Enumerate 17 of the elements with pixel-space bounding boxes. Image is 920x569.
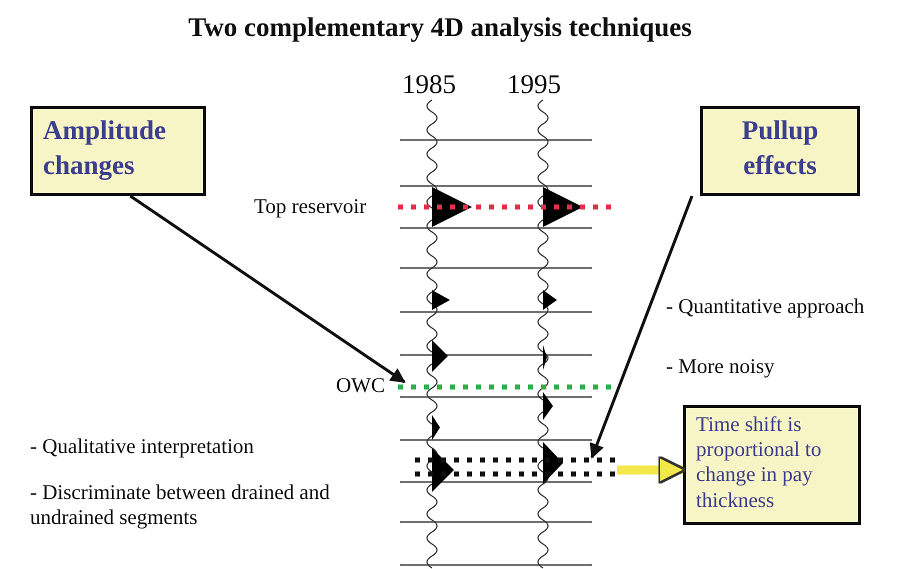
diagram-title: Two complementary 4D analysis techniques bbox=[187, 12, 693, 43]
year-label: 1995 bbox=[507, 68, 561, 100]
arrow bbox=[616, 455, 688, 485]
horizon-label: OWC bbox=[336, 373, 385, 398]
contact-line bbox=[398, 382, 612, 392]
note: - More noisy bbox=[666, 354, 774, 380]
note-box: Time shift is proportional to change in pay thickness bbox=[683, 405, 861, 525]
dotted-line bbox=[415, 455, 615, 479]
callout-box: Amplitude changes bbox=[30, 106, 206, 196]
year-label: 1985 bbox=[402, 68, 456, 100]
arrow bbox=[590, 195, 694, 459]
arrow bbox=[129, 194, 406, 384]
callout-box: Pullup effects bbox=[700, 106, 860, 196]
note: - Quantitative approach bbox=[666, 294, 864, 320]
horizon-label: Top reservoir bbox=[254, 194, 366, 220]
note: - Discriminate between drained and undrained segments bbox=[30, 480, 330, 530]
note: - Qualitative interpretation bbox=[30, 434, 254, 460]
